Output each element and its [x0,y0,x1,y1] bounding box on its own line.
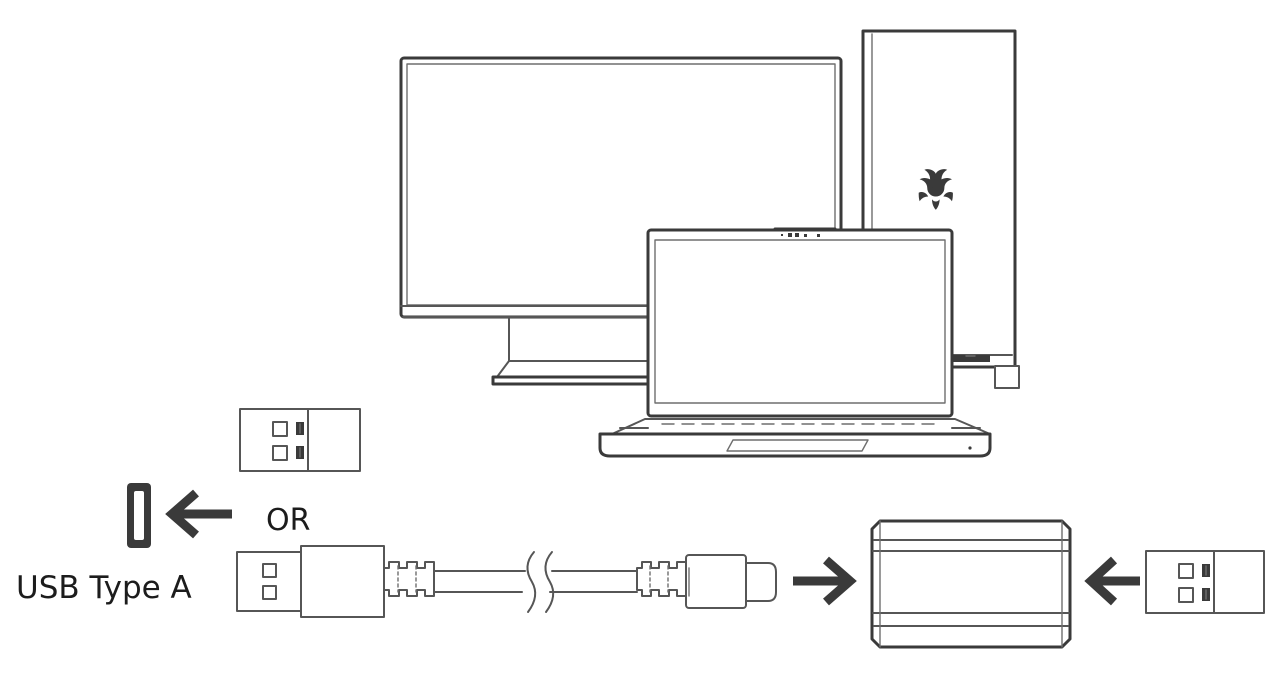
strain-relief-left [383,561,435,597]
device-dock [870,519,1072,649]
arrow-right-icon [793,556,857,606]
arrow-left-dongle-icon [1084,556,1140,606]
laptop-keyboard [611,418,991,435]
usb-type-a-label: USB Type A [16,570,192,606]
device-dongle-top [239,408,361,472]
arrow-left-icon [165,489,232,539]
webcam-icon [781,233,820,237]
strain-relief-right [636,561,687,597]
usb-port-icon [127,483,151,548]
device-usb-cable [236,545,777,618]
or-label: OR [266,503,310,538]
cable-break-symbol [526,551,555,613]
razer-logo-icon [918,169,953,210]
laptop-trackpad [726,439,869,452]
device-dongle-right [1145,550,1265,614]
device-laptop [598,227,992,458]
